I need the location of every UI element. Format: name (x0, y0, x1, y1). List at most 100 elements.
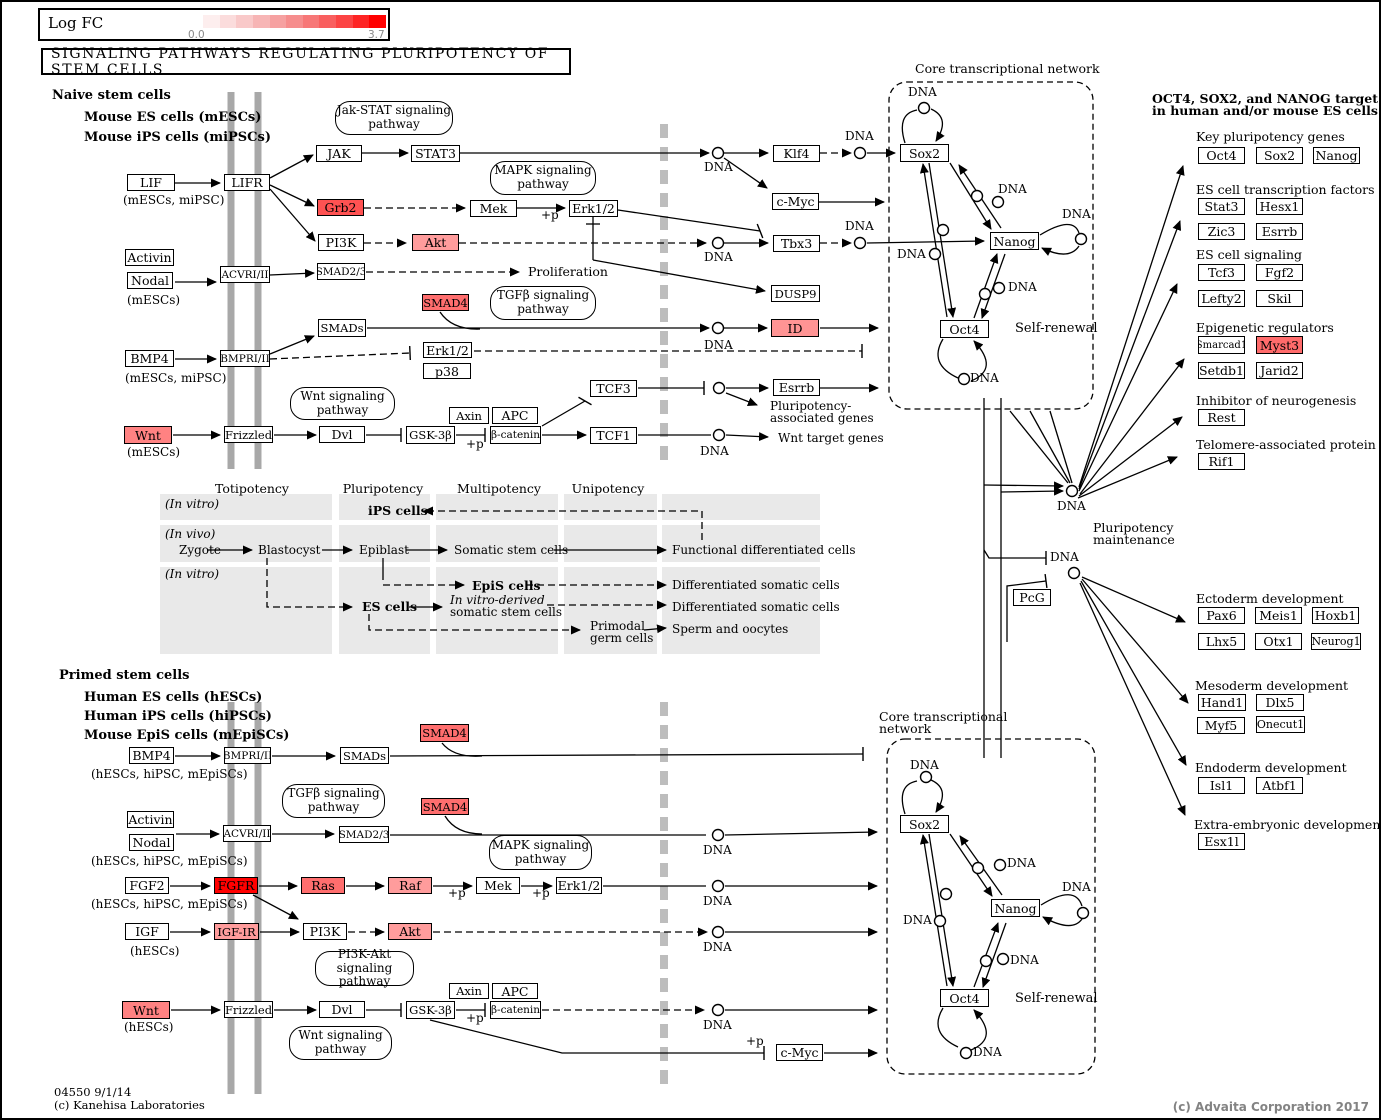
node-smad23b[interactable]: SMAD2/3 (339, 826, 389, 843)
node-apcb[interactable]: APC (492, 983, 538, 999)
node-erk12[interactable]: Erk1/2 (569, 200, 618, 217)
node-erk12c[interactable]: Erk1/2 (556, 877, 602, 894)
node-otx1[interactable]: Otx1 (1255, 633, 1302, 650)
node-dvlb[interactable]: Dvl (319, 1001, 365, 1018)
node-zic3[interactable]: Zic3 (1198, 223, 1245, 240)
node-ras[interactable]: Ras (301, 877, 345, 894)
node-wnt[interactable]: Wnt (124, 426, 172, 444)
node-onecut1[interactable]: Onecut1 (1256, 716, 1305, 733)
node-wntb[interactable]: Wnt (122, 1001, 170, 1019)
node-dusp9[interactable]: DUSP9 (771, 285, 820, 302)
node-oct4n2[interactable]: Oct4 (940, 989, 989, 1007)
node-akt[interactable]: Akt (412, 234, 459, 251)
node-klf4[interactable]: Klf4 (773, 145, 820, 162)
node-jarid2[interactable]: Jarid2 (1256, 362, 1303, 379)
node-bcateninb[interactable]: β-catenin (490, 1001, 541, 1019)
node-esrrbr[interactable]: Esrrb (1256, 223, 1303, 240)
node-frizzledb[interactable]: Frizzled (224, 1001, 273, 1018)
node-esrrb[interactable]: Esrrb (773, 379, 820, 396)
node-mekb[interactable]: Mek (476, 877, 520, 894)
node-sox2n2[interactable]: Sox2 (900, 815, 949, 833)
node-tbx3[interactable]: Tbx3 (773, 235, 820, 252)
node-erk12b[interactable]: Erk1/2 (423, 342, 472, 358)
node-grb2[interactable]: Grb2 (317, 199, 364, 216)
node-esx1l[interactable]: Esx1l (1198, 833, 1245, 850)
node-atbf1[interactable]: Atbf1 (1256, 777, 1303, 794)
node-lifr[interactable]: LIFR (224, 174, 270, 191)
node-setdb1[interactable]: Setdb1 (1198, 362, 1245, 379)
node-cmycb[interactable]: c-Myc (776, 1044, 823, 1061)
node-smadsb[interactable]: SMADs (340, 747, 389, 764)
node-nanogr[interactable]: Nanog (1313, 147, 1360, 164)
node-myst3[interactable]: Myst3 (1256, 336, 1303, 354)
node-gsk3bb[interactable]: GSK-3β (406, 1001, 455, 1019)
node-pi3kb[interactable]: PI3K (303, 923, 347, 940)
node-hoxb1[interactable]: Hoxb1 (1312, 607, 1359, 624)
node-acvr[interactable]: ACVRI/II (220, 266, 270, 283)
node-dvl[interactable]: Dvl (319, 426, 365, 443)
node-igfir[interactable]: IGF-IR (214, 923, 259, 940)
node-dlx5[interactable]: Dlx5 (1256, 694, 1304, 711)
node-smad4b1[interactable]: SMAD4 (420, 724, 469, 742)
node-pcg[interactable]: PcG (1013, 589, 1051, 606)
node-rest[interactable]: Rest (1198, 409, 1245, 426)
node-bcatenin[interactable]: β-catenin (490, 426, 541, 444)
node-raf[interactable]: Raf (388, 877, 432, 894)
node-rif1[interactable]: Rif1 (1198, 453, 1245, 470)
node-jak[interactable]: JAK (316, 145, 362, 162)
node-apc[interactable]: APC (492, 407, 538, 424)
node-tcf1[interactable]: TCF1 (590, 427, 637, 444)
node-axin[interactable]: Axin (449, 407, 489, 424)
node-nanogn2[interactable]: Nanog (991, 899, 1040, 917)
node-pi3k[interactable]: PI3K (318, 234, 364, 251)
node-fgf2r[interactable]: Fgf2 (1256, 264, 1303, 281)
node-fgf2[interactable]: FGF2 (125, 877, 169, 894)
node-fgfr[interactable]: FGFR (214, 877, 258, 894)
node-nodalb[interactable]: Nodal (129, 834, 174, 851)
node-nodal[interactable]: Nodal (127, 272, 173, 289)
node-p38[interactable]: p38 (423, 363, 471, 379)
node-smarcad1[interactable]: Smarcad1 (1198, 336, 1245, 354)
node-isl1[interactable]: Isl1 (1198, 777, 1245, 794)
node-igf[interactable]: IGF (125, 923, 169, 940)
node-bmpr[interactable]: BMPRI/II (220, 350, 270, 367)
node-mek[interactable]: Mek (470, 200, 517, 217)
node-hesx1[interactable]: Hesx1 (1256, 198, 1303, 215)
node-id[interactable]: ID (771, 319, 819, 337)
node-pax6[interactable]: Pax6 (1198, 607, 1245, 624)
node-oct4r[interactable]: Oct4 (1198, 147, 1245, 164)
node-lhx5[interactable]: Lhx5 (1198, 633, 1245, 650)
node-bmp4[interactable]: BMP4 (125, 350, 174, 367)
node-stat3r[interactable]: Stat3 (1198, 198, 1245, 215)
node-stat3[interactable]: STAT3 (411, 145, 460, 162)
node-bmprb[interactable]: BMPRI/II (224, 747, 271, 764)
node-tcf3[interactable]: TCF3 (590, 380, 637, 397)
node-bmp4b[interactable]: BMP4 (129, 747, 174, 764)
node-sox2n1[interactable]: Sox2 (900, 144, 949, 162)
node-hand1[interactable]: Hand1 (1198, 694, 1246, 711)
node-gsk3b[interactable]: GSK-3β (406, 426, 455, 444)
node-meis1[interactable]: Meis1 (1255, 607, 1302, 624)
node-smad4a[interactable]: SMAD4 (422, 294, 469, 311)
node-skil[interactable]: Skil (1256, 290, 1303, 307)
node-smads[interactable]: SMADs (318, 319, 366, 337)
node-frizzled[interactable]: Frizzled (224, 426, 273, 443)
node-oct4n1[interactable]: Oct4 (940, 320, 989, 338)
node-activinb[interactable]: Activin (127, 811, 174, 828)
node-sox2r[interactable]: Sox2 (1256, 147, 1303, 164)
node-lefty2[interactable]: Lefty2 (1198, 290, 1245, 307)
node-tcf3r[interactable]: Tcf3 (1198, 264, 1245, 281)
node-cmyc[interactable]: c-Myc (772, 193, 819, 210)
node-myf5[interactable]: Myf5 (1197, 717, 1245, 734)
node-lif[interactable]: LIF (127, 174, 175, 191)
node-smad23[interactable]: SMAD2/3 (317, 263, 365, 280)
node-neurog1[interactable]: Neurog1 (1311, 633, 1361, 650)
